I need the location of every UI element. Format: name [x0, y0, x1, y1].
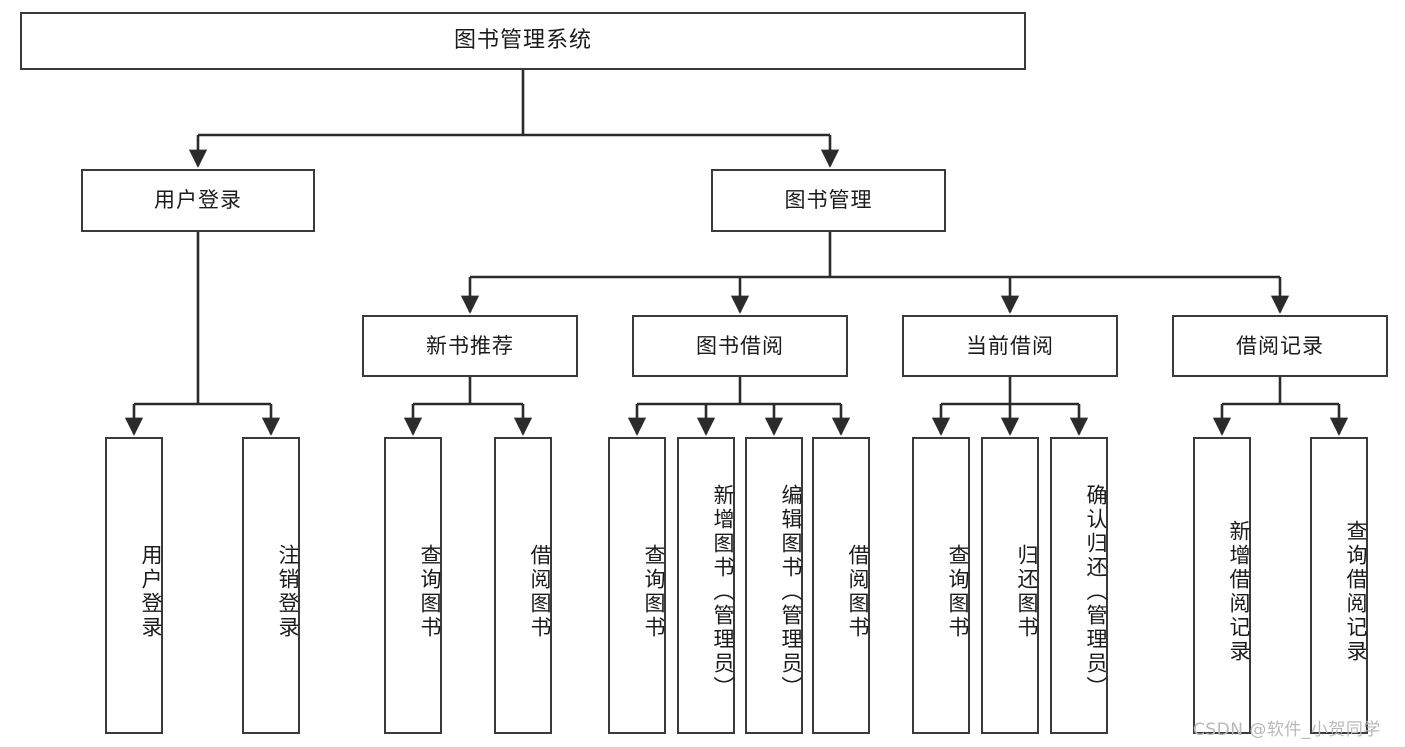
leaf-query-book-3[interactable]: 查询图书	[912, 437, 970, 734]
leaf-query-book-2[interactable]: 查询图书	[608, 437, 666, 734]
node-user-login[interactable]: 用户登录	[81, 169, 315, 232]
node-new-book-recommend[interactable]: 新书推荐	[362, 315, 578, 377]
leaf-return-book[interactable]: 归还图书	[981, 437, 1039, 734]
node-root[interactable]: 图书管理系统	[20, 12, 1026, 70]
leaf-logout-login[interactable]: 注销登录	[242, 437, 300, 734]
node-current-borrow[interactable]: 当前借阅	[902, 315, 1118, 377]
leaf-query-book-1[interactable]: 查询图书	[384, 437, 442, 734]
leaf-user-login[interactable]: 用户登录	[105, 437, 163, 734]
node-book-borrow[interactable]: 图书借阅	[632, 315, 848, 377]
csdn-watermark: CSDN @软件_小贺同学	[1193, 720, 1381, 740]
leaf-borrow-book-1[interactable]: 借阅图书	[494, 437, 552, 734]
leaf-add-record[interactable]: 新增借阅记录	[1193, 437, 1251, 734]
leaf-edit-book[interactable]: 编辑图书（管理员）	[745, 437, 803, 734]
leaf-borrow-book-2[interactable]: 借阅图书	[812, 437, 870, 734]
leaf-confirm-return[interactable]: 确认归还（管理员）	[1050, 437, 1108, 734]
leaf-add-book[interactable]: 新增图书（管理员）	[677, 437, 735, 734]
leaf-query-record[interactable]: 查询借阅记录	[1310, 437, 1368, 734]
node-book-manage[interactable]: 图书管理	[711, 169, 946, 232]
node-borrow-record[interactable]: 借阅记录	[1172, 315, 1388, 377]
